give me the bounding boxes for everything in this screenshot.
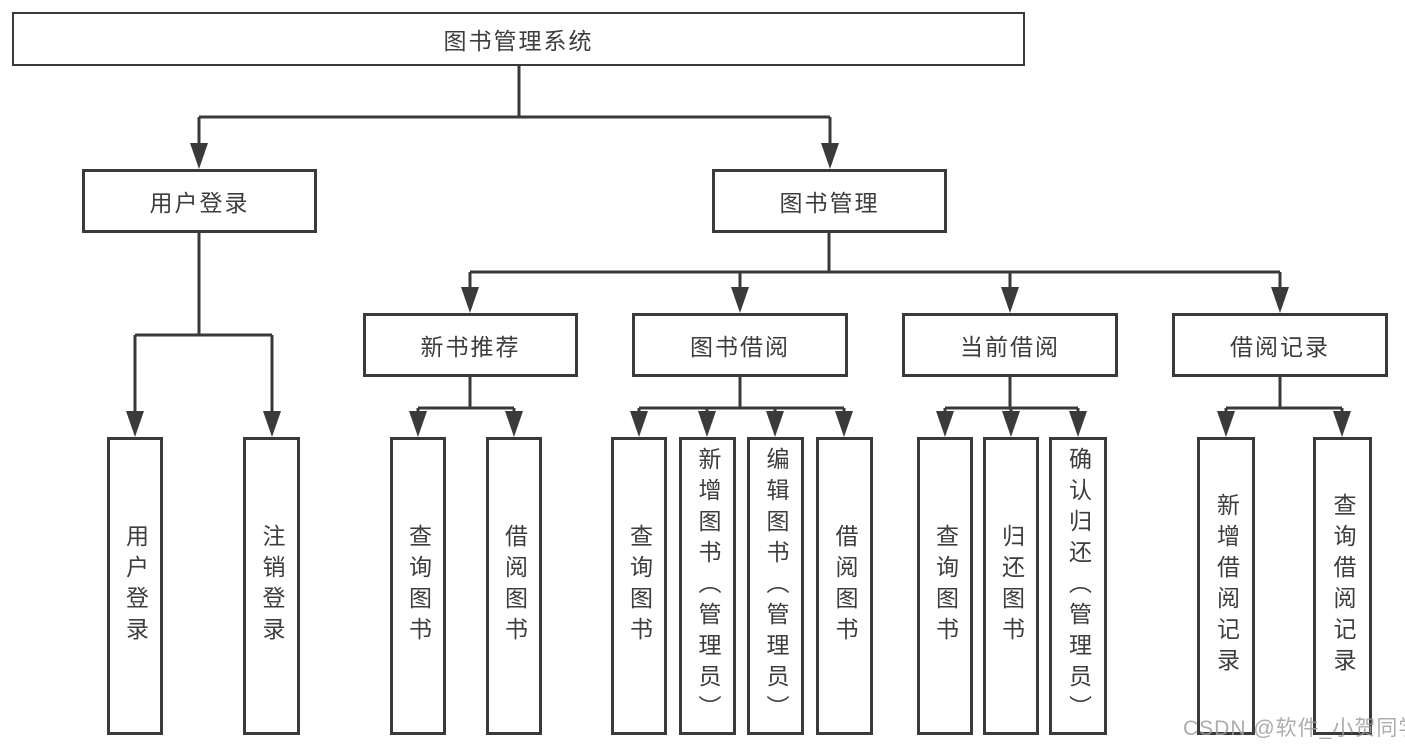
- node-label: 编辑图书（管理员）: [763, 446, 789, 726]
- node-label: 新书推荐: [420, 334, 521, 360]
- leaf-query-borrow-record: 查询借阅记录: [1313, 437, 1372, 735]
- node-label: 图书管理系统: [443, 28, 594, 54]
- leaf-edit-books-admin: 编辑图书（管理员）: [747, 437, 804, 735]
- node-book-management: 图书管理: [712, 169, 947, 233]
- node-new-book-recommendation: 新书推荐: [363, 313, 578, 377]
- node-label: 图书管理: [779, 190, 880, 216]
- node-label: 借阅图书: [501, 524, 528, 648]
- arrowheads: [126, 143, 1351, 437]
- connector-root-to-level2: [197, 66, 832, 146]
- node-label: 用户登录: [122, 524, 149, 648]
- node-library-management-system: 图书管理系统: [12, 12, 1025, 66]
- connector-new-book-rec-to-leaves: [416, 377, 516, 414]
- node-label: 查询图书: [932, 524, 959, 648]
- leaf-add-books-admin: 新增图书（管理员）: [679, 437, 736, 735]
- node-label: 查询借阅记录: [1330, 493, 1356, 679]
- node-label: 借阅记录: [1230, 334, 1330, 360]
- connector-borrow-records-to-leaves: [1224, 377, 1344, 414]
- leaf-confirm-return-admin: 确认归还（管理员）: [1049, 437, 1107, 735]
- node-label: 用户登录: [149, 190, 250, 216]
- node-label: 图书借阅: [690, 334, 790, 360]
- leaf-return-books: 归还图书: [983, 437, 1039, 735]
- leaf-borrow-books-borrowing: 借阅图书: [816, 437, 873, 735]
- node-label: 查询图书: [626, 524, 653, 648]
- node-borrowing-records: 借阅记录: [1172, 313, 1388, 377]
- node-label: 借阅图书: [832, 524, 858, 648]
- connector-book-mgmt-to-level3: [468, 233, 1282, 290]
- node-user-login: 用户登录: [82, 169, 317, 233]
- leaf-query-books-borrowing: 查询图书: [611, 437, 667, 735]
- csdn-watermark: CSDN @软件_小贺同学: [1183, 717, 1405, 740]
- node-label: 当前借阅: [960, 334, 1060, 360]
- leaf-logout: 注销登录: [243, 437, 300, 735]
- leaf-add-borrow-record: 新增借阅记录: [1197, 437, 1255, 735]
- node-book-borrowing: 图书借阅: [632, 313, 848, 377]
- connector-current-borrow-to-leaves: [943, 377, 1080, 414]
- connector-user-login-to-leaves: [133, 233, 274, 412]
- node-label: 新增图书（管理员）: [695, 446, 721, 726]
- connector-book-borrow-to-leaves: [637, 377, 846, 414]
- leaf-borrow-books-recommend: 借阅图书: [486, 437, 542, 735]
- node-label: 注销登录: [259, 524, 285, 648]
- node-label: 新增借阅记录: [1213, 493, 1240, 679]
- node-current-borrowing: 当前借阅: [902, 313, 1118, 377]
- node-label: 确认归还（管理员）: [1065, 446, 1092, 726]
- node-label: 查询图书: [405, 524, 432, 648]
- leaf-query-books-recommend: 查询图书: [390, 437, 446, 735]
- leaf-query-books-current: 查询图书: [917, 437, 973, 735]
- node-label: 归还图书: [998, 524, 1025, 648]
- leaf-user-login: 用户登录: [107, 437, 163, 735]
